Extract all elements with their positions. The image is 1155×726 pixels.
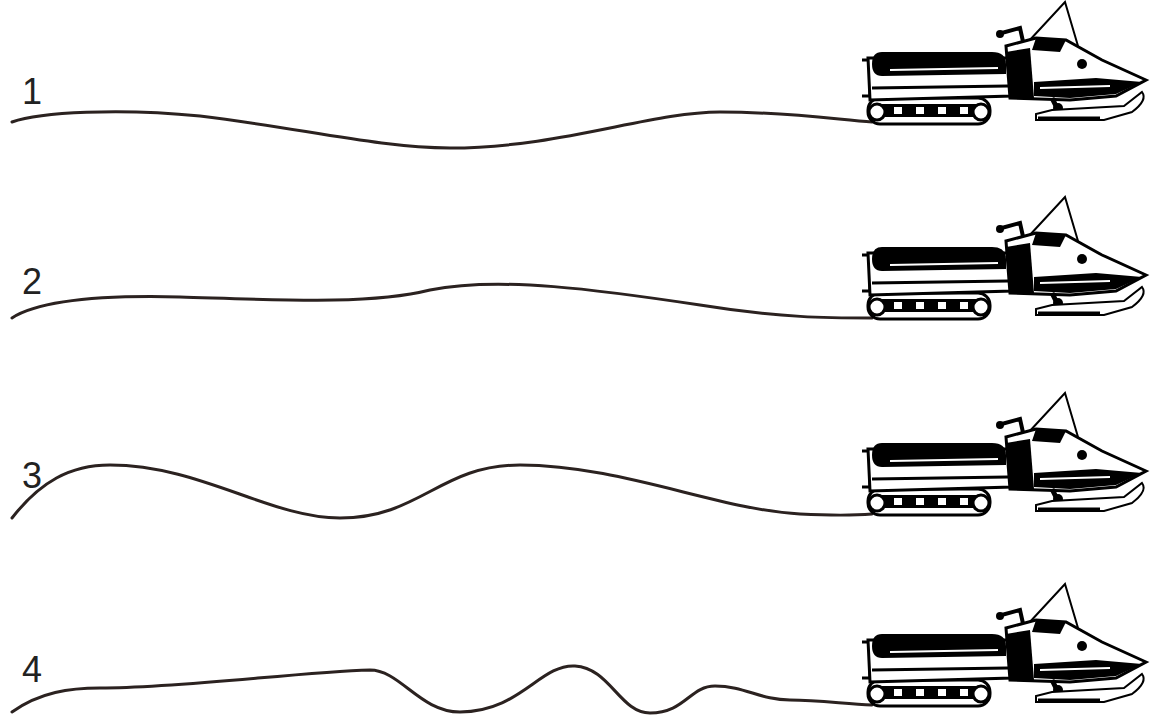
snowmobile <box>862 584 1146 706</box>
callout-number: 2 <box>22 264 42 300</box>
snowmobile <box>862 393 1146 515</box>
callout-number: 3 <box>22 458 42 494</box>
wave-trail <box>12 112 872 148</box>
snowmobile <box>862 2 1146 124</box>
wave-trail <box>12 284 872 318</box>
callout-number: 1 <box>22 74 42 110</box>
callout-number: 4 <box>22 652 42 688</box>
wave-trail <box>12 465 872 518</box>
snowmobile <box>862 197 1146 319</box>
wave-trail <box>12 666 872 713</box>
